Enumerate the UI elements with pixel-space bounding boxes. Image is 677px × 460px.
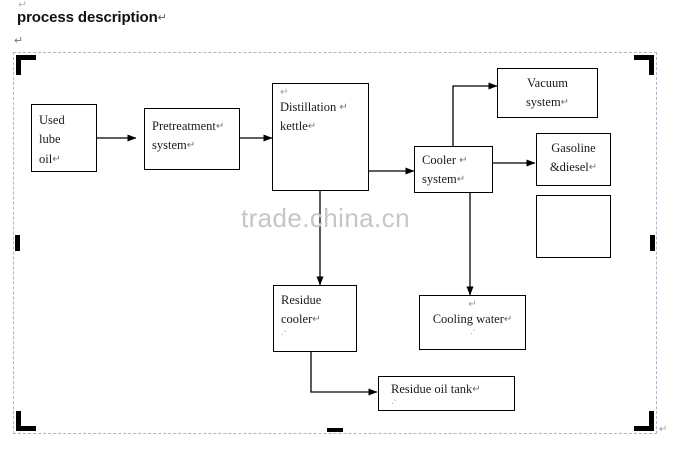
- node-used-lube-oil-line1: Used: [39, 113, 65, 127]
- node-gasoline-line2: &diesel: [549, 160, 589, 175]
- resize-handle-top-left-h[interactable]: [16, 55, 36, 60]
- connector-residue-cooler-to-tank: [310, 352, 378, 396]
- node-used-lube-oil-pilcrow: ↵: [52, 153, 61, 165]
- node-distillation-lead-pilcrow: ↵: [280, 87, 289, 98]
- title-paragraph-mark: ↵: [157, 12, 167, 24]
- resize-handle-top-right-h[interactable]: [634, 55, 654, 60]
- node-cooler-pilcrow-2: ↵: [456, 174, 466, 186]
- node-cooler-line1: Cooler: [422, 153, 457, 167]
- node-gasoline-diesel[interactable]: Gasoline &diesel↵: [536, 133, 611, 186]
- end-paragraph-mark: ↵: [659, 424, 668, 435]
- resize-handle-bottom-right-v[interactable]: [649, 411, 654, 431]
- node-cooling-water-line1: Cooling water: [432, 312, 504, 326]
- node-gasoline-line1: Gasoline: [551, 141, 596, 155]
- node-cooling-water[interactable]: ↵ Cooling water↵ ·‵: [419, 295, 526, 350]
- watermark-text: trade.china.cn: [241, 203, 410, 233]
- node-residue-oil-tank-line1: Residue oil tank: [391, 382, 473, 396]
- node-cooler-system[interactable]: Cooler ↵ system↵: [414, 146, 493, 193]
- node-residue-cooler-line2: cooler: [281, 312, 313, 327]
- node-distillation-kettle[interactable]: ↵ Distillation ↵ kettle↵: [272, 83, 369, 191]
- node-cooling-water-lead-pilcrow: ↵: [468, 299, 477, 310]
- node-vacuum-system[interactable]: Vacuum system↵: [497, 68, 598, 118]
- node-used-lube-oil[interactable]: Used lube oil↵: [31, 104, 97, 172]
- node-empty-box[interactable]: [536, 195, 611, 258]
- node-vacuum-line1: Vacuum: [527, 76, 568, 90]
- node-residue-oil-tank-trail: ·‵: [391, 398, 397, 409]
- connector-cooler-to-vacuum: [452, 82, 498, 146]
- node-pretreatment-pilcrow-1: ↵: [215, 121, 225, 132]
- node-pretreatment-system[interactable]: Pretreatment↵ system↵: [144, 108, 240, 170]
- node-residue-cooler-trail: ·‵: [281, 328, 287, 339]
- top-paragraph-mark: ↵: [18, 0, 28, 11]
- node-used-lube-oil-line2: lube: [39, 132, 61, 147]
- node-residue-oil-tank-pilcrow: ↵: [472, 384, 481, 395]
- resize-handle-bottom-right-h[interactable]: [634, 426, 654, 431]
- node-cooling-water-trail: ·‵: [469, 328, 476, 339]
- resize-handle-bottom-left-v[interactable]: [16, 411, 21, 431]
- node-used-lube-oil-line3: oil: [39, 151, 53, 166]
- resize-handle-left-middle[interactable]: [15, 235, 20, 251]
- node-vacuum-pilcrow: ↵: [560, 97, 570, 109]
- node-vacuum-line2: system: [525, 95, 561, 110]
- blank-line-paragraph-mark: ↵: [14, 35, 24, 47]
- node-cooler-pilcrow-1: ↵: [459, 155, 468, 166]
- node-distillation-pilcrow-2: ↵: [307, 121, 317, 133]
- node-distillation-line1: Distillation: [280, 100, 337, 114]
- node-cooler-line2: system: [422, 172, 457, 187]
- resize-handle-top-right-v[interactable]: [649, 55, 654, 75]
- node-residue-cooler-line1: Residue: [281, 293, 322, 307]
- node-pretreatment-line1: Pretreatment: [152, 119, 216, 133]
- node-distillation-line2: kettle: [280, 119, 308, 134]
- node-residue-oil-tank[interactable]: Residue oil tank↵ ·‵: [378, 376, 515, 411]
- node-pretreatment-pilcrow-2: ↵: [186, 140, 196, 152]
- resize-handle-bottom-middle[interactable]: [327, 428, 343, 432]
- resize-handle-bottom-left-h[interactable]: [16, 426, 36, 431]
- node-pretreatment-line2: system: [152, 138, 187, 153]
- node-residue-cooler-pilcrow: ↵: [312, 314, 321, 326]
- node-residue-cooler[interactable]: Residue cooler↵ ·‵: [273, 285, 357, 352]
- resize-handle-right-middle[interactable]: [650, 235, 655, 251]
- image-selection-frame[interactable]: [13, 52, 657, 434]
- node-cooling-water-pilcrow: ↵: [503, 314, 513, 325]
- page-title: process description↵: [17, 9, 167, 26]
- node-distillation-pilcrow-1: ↵: [339, 102, 348, 113]
- node-gasoline-pilcrow: ↵: [588, 162, 598, 174]
- page-title-text: process description: [17, 9, 158, 26]
- resize-handle-top-left-v[interactable]: [16, 55, 21, 75]
